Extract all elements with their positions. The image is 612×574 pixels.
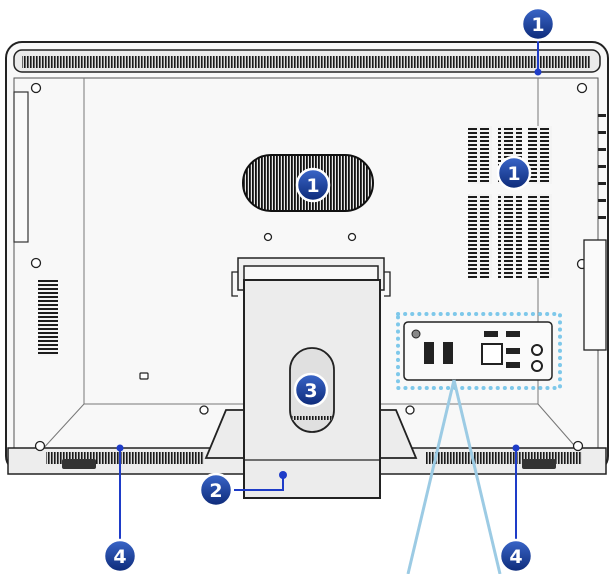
side-button-icon	[598, 148, 606, 151]
screw-icon	[347, 232, 357, 242]
side-button-icon	[598, 165, 606, 168]
leader-dot	[116, 444, 124, 452]
side-button-icon	[598, 182, 606, 185]
io-pointer-line	[406, 379, 456, 574]
callout-1-top: 1	[520, 6, 556, 42]
vent-block-icon	[468, 126, 492, 278]
callout-number: 2	[209, 480, 222, 502]
stand-hinge-teeth	[292, 416, 332, 420]
leader-line-2	[234, 475, 284, 491]
screw-icon	[199, 405, 209, 415]
callout-number: 3	[304, 380, 317, 402]
hdmi-port-icon	[443, 342, 453, 364]
inner-panel-diag-right	[537, 403, 581, 453]
io-panel-screw-icon	[411, 329, 421, 339]
rear-vent	[468, 126, 552, 278]
kensington-slot-icon	[139, 372, 149, 380]
callout-1-oval: 1	[295, 167, 331, 203]
stand-bracket-tab-left	[231, 271, 238, 297]
callout-number: 4	[509, 546, 522, 568]
stand-top-bracket	[237, 257, 385, 291]
screw-icon	[405, 405, 415, 415]
callout-4-left: 4	[102, 538, 138, 574]
top-speaker-grill	[22, 56, 590, 68]
side-button-icon	[598, 131, 606, 134]
side-drive-slot	[13, 91, 29, 243]
inner-panel-diag-left	[39, 403, 85, 453]
side-buttons	[598, 114, 606, 219]
io-pointer-lines	[406, 379, 502, 574]
screws	[30, 82, 588, 452]
side-button-icon	[598, 199, 606, 202]
usb-port-icon	[484, 331, 498, 337]
screw-icon	[576, 82, 588, 94]
foot-left	[62, 459, 96, 469]
leader-lines	[119, 40, 539, 540]
side-button-icon	[598, 216, 606, 219]
screw-icon	[34, 440, 46, 452]
usb-port-icon	[506, 331, 520, 337]
callout-2: 2	[198, 472, 234, 508]
callout-number: 1	[306, 175, 319, 197]
callout-1-vent: 1	[496, 155, 532, 191]
foot-right	[522, 459, 556, 469]
leader-dots	[116, 68, 542, 452]
callout-4-right: 4	[498, 538, 534, 574]
usb-port-icon	[506, 362, 520, 368]
vent-block-icon	[528, 126, 552, 278]
screw-icon	[30, 257, 42, 269]
left-side-vent	[38, 280, 58, 356]
screw-icon	[30, 82, 42, 94]
side-card-slot	[583, 239, 607, 351]
lan-port-icon	[481, 343, 503, 365]
usb-port-icon	[506, 348, 520, 354]
screw-icon	[263, 232, 273, 242]
io-panel-highlight	[396, 312, 562, 390]
io-pointer-line	[452, 379, 502, 574]
io-port-panel	[396, 312, 562, 390]
leader-dot	[534, 68, 542, 76]
vent-block-icon	[498, 126, 522, 278]
side-button-icon	[598, 114, 606, 117]
callout-number: 4	[113, 546, 126, 568]
leader-dot	[512, 444, 520, 452]
hdmi-port-icon	[424, 342, 434, 364]
audio-jack-icon	[531, 344, 543, 356]
callout-3: 3	[293, 372, 329, 408]
callout-number: 1	[507, 163, 520, 185]
screw-icon	[572, 440, 584, 452]
stand-bracket-tab-right	[384, 271, 391, 297]
audio-jack-icon	[531, 360, 543, 372]
callout-number: 1	[531, 14, 544, 36]
bottom-speaker-grill-right	[426, 452, 582, 464]
